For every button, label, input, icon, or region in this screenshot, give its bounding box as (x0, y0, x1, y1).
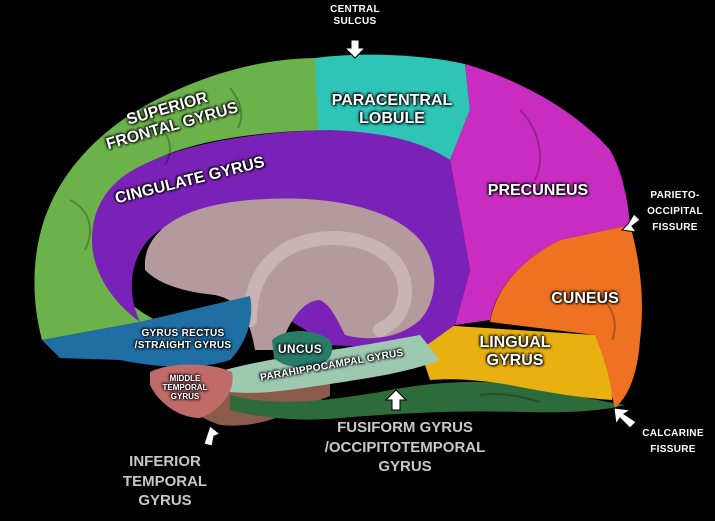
uncus-region (272, 331, 333, 368)
gyrus-rectus-line-1: GYRUS RECTUS (141, 328, 225, 339)
parieto-occipital-arrow (620, 213, 641, 233)
middle-temporal-line-2: TEMPORAL (162, 383, 208, 393)
central-sulcus-label: CENTRAL SULCUS (320, 4, 390, 27)
gyrus-rectus-line-2: /STRAIGHT GYRUS (134, 339, 232, 351)
lingual-line-2: GYRUS (486, 352, 544, 370)
inferior-temporal-arrow (203, 425, 222, 447)
parieto-line-1: PARIETO- (650, 190, 700, 201)
middle-temporal-line-3: GYRUS (170, 392, 200, 402)
calcarine-line-2: FISSURE (650, 444, 696, 455)
inferior-temporal-line-1: INFERIOR (129, 453, 201, 470)
sulcus-lines (69, 87, 616, 403)
calcarine-fissure-label: CALCARINE FISSURE (636, 426, 710, 458)
cuneus-label: CUNEUS (551, 290, 619, 307)
paracentral-line-2: LOBULE (359, 110, 425, 128)
parahippocampal-gyrus-region (225, 335, 440, 393)
inferior-temporal-gyrus-label: INFERIOR TEMPORAL GYRUS (100, 452, 230, 511)
fusiform-line-3: GYRUS (378, 458, 432, 475)
middle-temporal-gyrus-label: MIDDLE TEMPORAL GYRUS (155, 374, 215, 402)
fusiform-line-1: FUSIFORM GYRUS (337, 419, 473, 436)
parieto-occipital-fissure-label: PARIETO- OCCIPITAL FISSURE (640, 188, 710, 236)
central-sulcus-arrow (343, 39, 367, 59)
inferior-temporal-line-3: GYRUS (138, 492, 192, 509)
gyrus-rectus-label: GYRUS RECTUS /STRAIGHT GYRUS (128, 328, 238, 351)
inferior-temporal-line-2: TEMPORAL (122, 472, 208, 490)
uncus-label: UNCUS (277, 342, 323, 356)
calcarine-arrow (613, 407, 637, 429)
fusiform-gyrus-label: FUSIFORM GYRUS /OCCIPITOTEMPORAL GYRUS (300, 418, 510, 477)
fusiform-line-2: /OCCIPITOTEMPORAL (324, 438, 486, 456)
fornix-arc (243, 230, 413, 337)
superior-frontal-gyrus-region (34, 58, 330, 340)
paracentral-line-1: PARACENTRAL (331, 92, 453, 109)
middle-temporal-line-1: MIDDLE (169, 374, 201, 383)
lingual-gyrus-label: LINGUAL GYRUS (470, 334, 560, 371)
central-sulcus-line-1: CENTRAL (330, 4, 380, 15)
central-sulcus-line-2: SULCUS (333, 15, 377, 27)
lingual-line-1: LINGUAL (479, 334, 551, 351)
parieto-line-3: FISSURE (652, 222, 698, 233)
paracentral-lobule-label: PARACENTRAL LOBULE (322, 92, 462, 129)
parieto-line-2: OCCIPITAL (647, 206, 703, 217)
fusiform-arrow (384, 389, 408, 411)
fusiform-gyrus-region (230, 381, 625, 420)
precuneus-region (450, 64, 630, 325)
calcarine-line-1: CALCARINE (642, 428, 704, 439)
precuneus-label: PRECUNEUS (487, 182, 589, 199)
lingual-gyrus-region (420, 325, 612, 400)
middle-temporal-gyrus-region (150, 364, 233, 418)
gyrus-rectus-region (42, 296, 252, 367)
